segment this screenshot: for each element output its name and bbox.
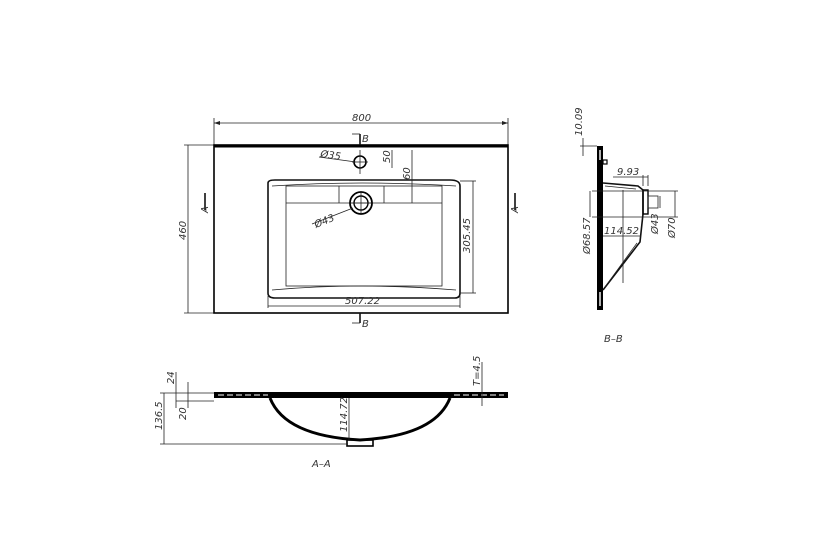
outlet-inner-label: Ø43 [649,213,661,235]
section-b-bottom: B [362,319,369,330]
basin-offset-label: 60 [402,167,413,180]
top-view: 800 460 Ø35 50 60 Ø43 305.45 507.22 B B … [178,113,521,330]
total-height-label: 136.5 [154,401,165,430]
bowl-depth-label: 114.72 [339,397,350,432]
outlet-outer-label: Ø70 [666,217,678,239]
tap-hole-label: Ø35 [319,148,342,163]
overflow-offset-label: 9.93 [617,167,639,178]
section-aa-label: A–A [311,459,331,470]
top-thickness-label: 10.09 [574,107,585,136]
drain-diameter-label: Ø43 [312,212,337,231]
overall-depth-label: 460 [178,221,189,240]
overflow-diameter-label: Ø68.57 [581,217,593,255]
overall-width-label: 800 [352,113,371,124]
section-b-top: B [362,134,369,145]
section-aa: 24 20 136.5 114.72 T=4.5 A–A [154,356,508,470]
overflow-depth-label: 114.52 [604,226,639,237]
rim-top-label: 24 [166,371,177,384]
tap-offset-label: 50 [382,150,393,163]
section-a-left: A [200,206,211,214]
section-a-right: A [510,206,521,214]
section-bb-label: B–B [604,334,623,345]
basin-width-label: 507.22 [345,296,380,307]
rim-thickness-label: 20 [178,407,189,420]
wall-thickness-label: T=4.5 [472,356,483,386]
section-bb: 10.09 9.93 Ø68.57 114.52 Ø43 Ø70 B–B [574,107,678,345]
basin-depth-label: 305.45 [462,218,473,253]
